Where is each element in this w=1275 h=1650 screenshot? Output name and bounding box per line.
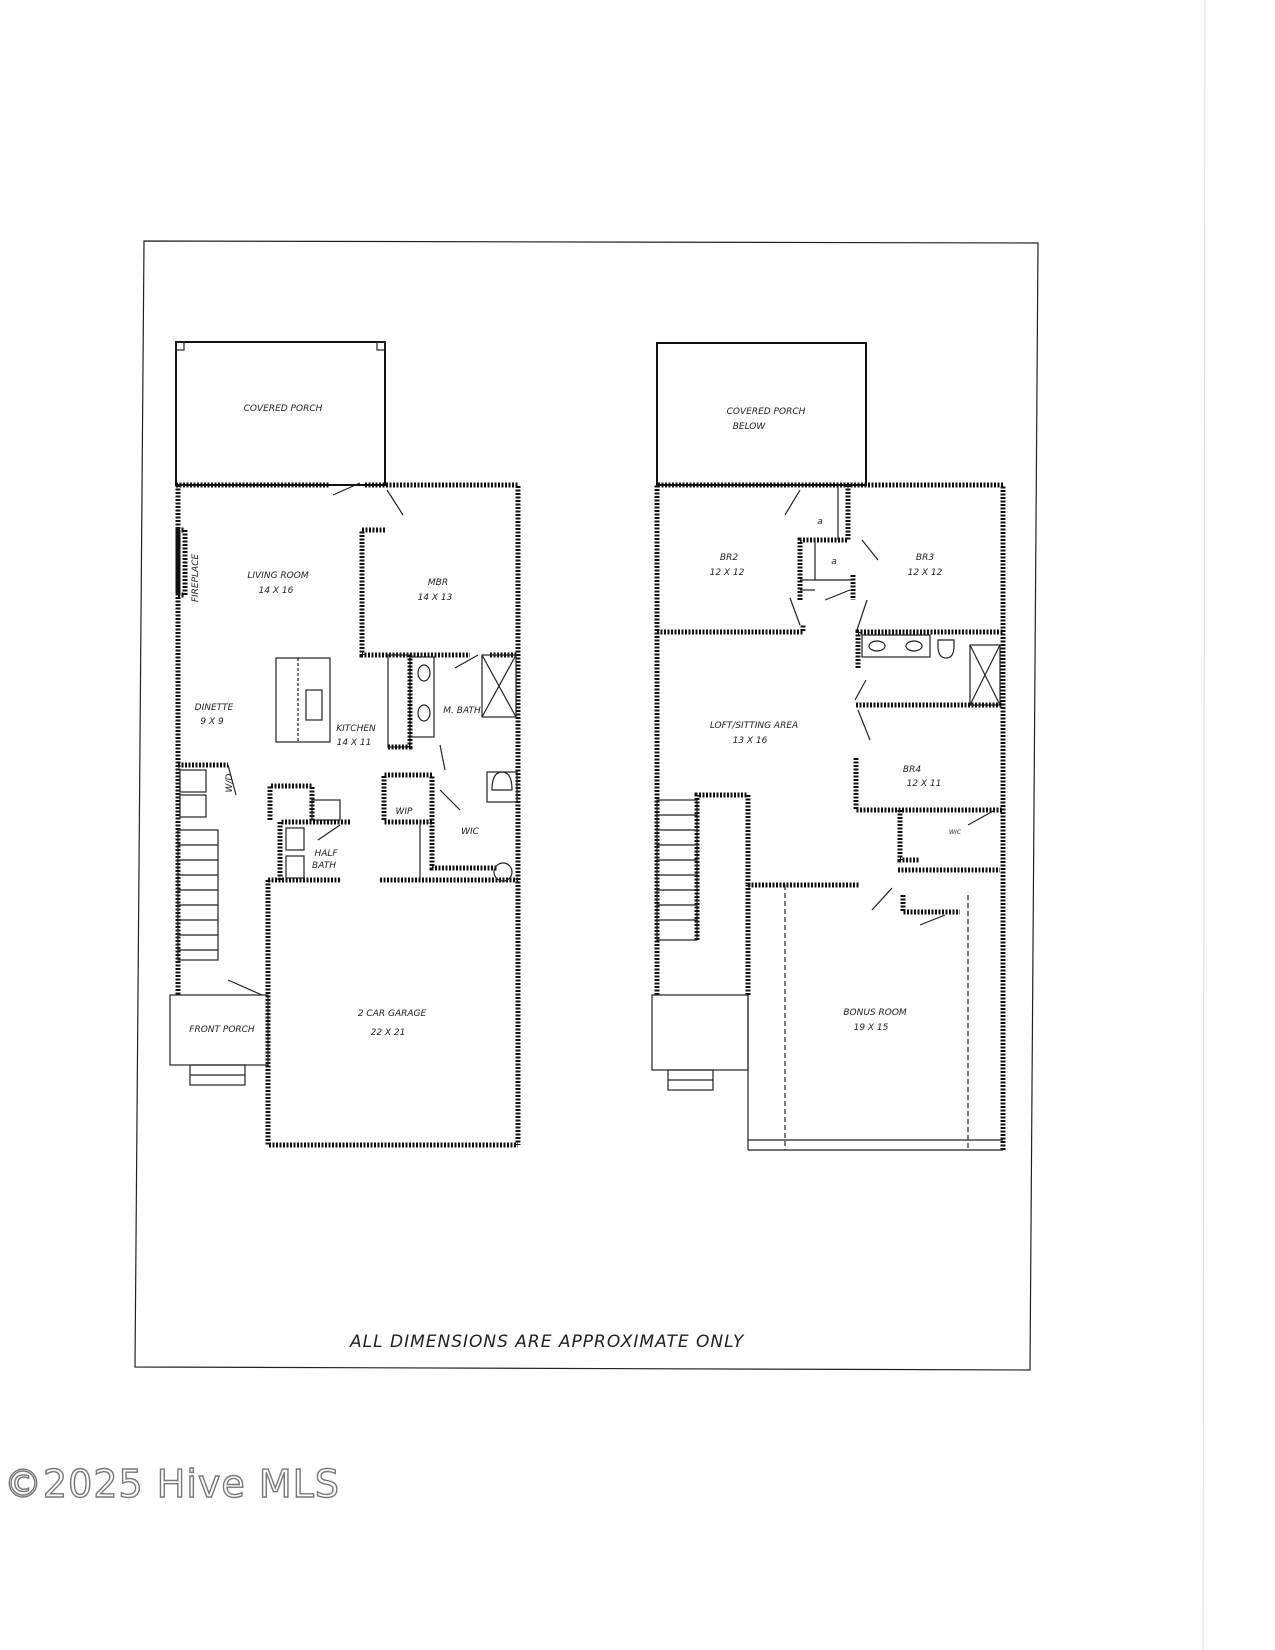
stairs [177,829,219,961]
room-label-mbr: MBR [428,578,448,588]
watermark: ©2025 Hive MLS [3,1461,340,1506]
room-label-dinette: DINETTE [195,703,234,713]
page-frame [134,240,1039,1371]
room-size-loft: 13 X 16 [733,736,768,746]
room-label-bonus-room: BONUS ROOM [843,1008,907,1018]
room-label-loft: LOFT/SITTING AREA [710,721,798,731]
room-label-half-bath-2: BATH [312,861,336,871]
room-label-wic: WIC [461,827,480,837]
shower [481,654,517,718]
first-floor-plan: COVERED PORCH LIVING ROOM 14 X 16 FIREPL… [169,341,521,1148]
room-label-covered-porch-below-2: BELOW [733,422,767,432]
dimensions-note: ALL DIMENSIONS ARE APPROXIMATE ONLY [349,1332,745,1352]
room-label-covered-porch: COVERED PORCH [244,404,323,414]
room-label-m-bath: M. BATH [443,706,481,716]
room-size-br4: 12 X 11 [907,779,942,789]
room-size-br2: 12 X 12 [710,568,745,578]
room-label-br4: BR4 [903,765,921,775]
toilet-icon [491,771,513,791]
scan-edge [1202,0,1206,1650]
room-size-br3: 12 X 12 [908,568,943,578]
room-label-living-room: LIVING ROOM [247,571,308,581]
room-size-dinette: 9 X 9 [200,717,224,727]
room-label-garage: 2 CAR GARAGE [358,1009,427,1019]
label-washer-dryer: W/D [225,774,235,793]
room-size-garage: 22 X 21 [371,1028,406,1038]
room-size-kitchen: 14 X 11 [337,738,372,748]
covered-porch-outline [175,341,386,486]
room-size-bonus-room: 19 X 15 [854,1023,889,1033]
fireplace [175,527,188,598]
toilet-icon [937,639,955,659]
room-label-front-porch: FRONT PORCH [189,1025,255,1035]
room-size-living-room: 14 X 16 [259,586,294,596]
stairs-upper [656,792,751,941]
closet-mark: a [817,517,823,527]
label-fireplace: FIREPLACE [191,554,201,603]
room-label-covered-porch-below: COVERED PORCH [727,407,806,417]
room-label-half-bath: HALF [314,849,338,859]
room-label-kitchen: KITCHEN [336,724,376,734]
second-floor-plan: COVERED PORCH BELOW BR2 12 X 12 BR3 12 X… [651,342,1006,1151]
room-label-wic-upper: WIC [949,829,962,836]
room-size-mbr: 14 X 13 [418,593,453,603]
shower [969,644,1001,706]
room-label-wip: WIP [396,807,414,817]
room-label-br2: BR2 [720,553,738,563]
closet-mark: a [831,557,837,567]
kitchen-island [275,657,331,743]
room-label-br3: BR3 [916,553,934,563]
